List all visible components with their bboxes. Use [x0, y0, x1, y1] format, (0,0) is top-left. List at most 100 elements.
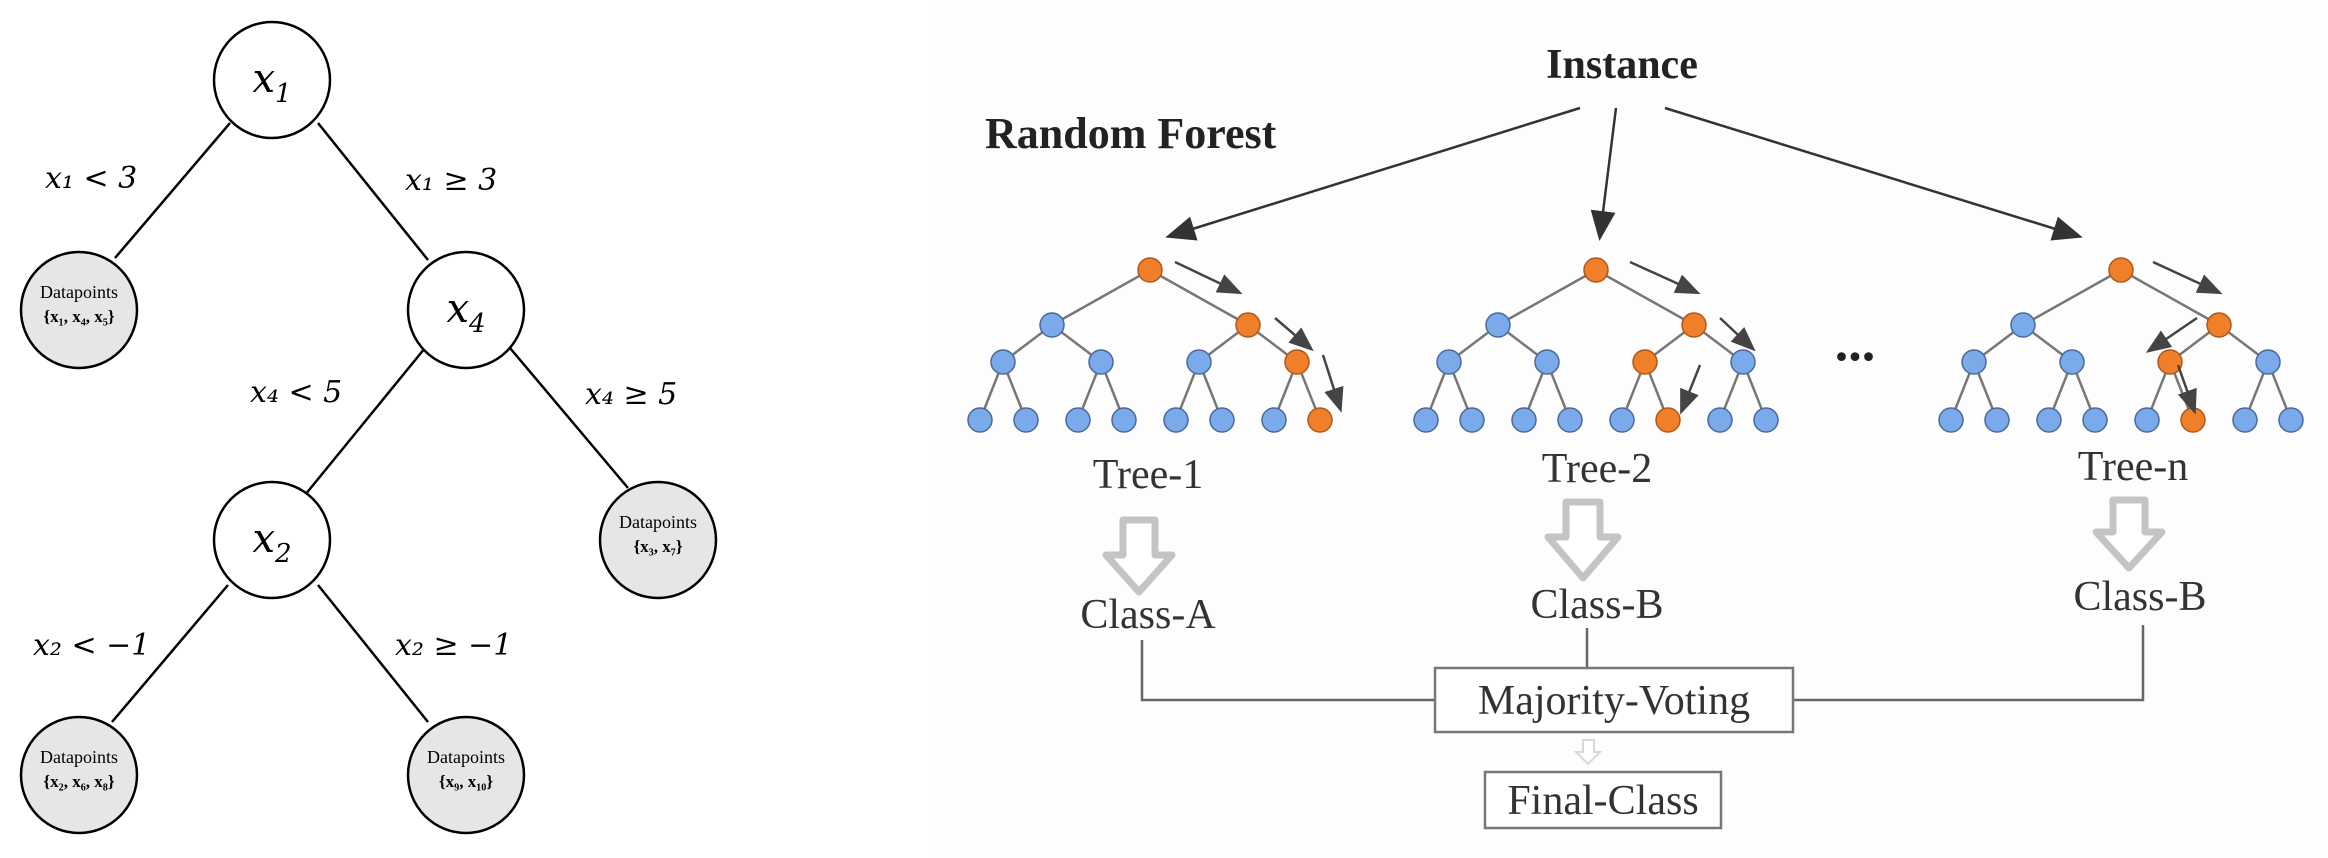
edge-label: x₂ ≥ −1: [395, 628, 512, 663]
tree-node: [2134, 407, 2160, 433]
final-class-label: Final-Class: [1507, 778, 1698, 824]
arrow-to-tree-n: [1664, 106, 2083, 241]
tree-label-1: Tree-1: [1093, 452, 1203, 498]
leaf-node-2: Datapoints {x₃, x₇}: [598, 480, 718, 600]
instance-label: Instance: [1546, 42, 1698, 88]
leaf-label: Datapoints: [619, 512, 697, 532]
decision-tree-2: [1413, 257, 1779, 433]
tree-node: [1938, 407, 1964, 433]
tree-node-selected: [2206, 312, 2232, 338]
tree-node: [2278, 407, 2304, 433]
arrow-to-tree-2: [1590, 107, 1618, 241]
tree-node: [1436, 349, 1462, 375]
tree-node: [1459, 407, 1485, 433]
random-forest-title: Random Forest: [985, 109, 1277, 158]
edge-label: x₁ ≥ 3: [405, 163, 497, 198]
leaf-node-3: Datapoints {x₂, x₆, x₈}: [19, 715, 139, 835]
tree-node: [2232, 407, 2258, 433]
trees: [967, 257, 2304, 433]
tree-node: [1209, 407, 1235, 433]
edge-x2-right: [317, 584, 429, 723]
tree-node: [1534, 349, 1560, 375]
tree-node: [1261, 407, 1287, 433]
tree-edge: [2022, 268, 2122, 327]
majority-voting-box: [1433, 666, 1795, 734]
hollow-arrow-down-icon: [1102, 516, 1176, 596]
voting-connectors: [1140, 625, 2145, 702]
leaf-label: Datapoints: [40, 747, 118, 767]
tree-node: [1730, 349, 1756, 375]
tree-node: [1413, 407, 1439, 433]
edge-label: x₁ < 3: [45, 161, 137, 196]
tree-node: [967, 407, 993, 433]
final-class-box: [1483, 770, 1723, 830]
leaf-set: {x₁, x₄, x₅}: [43, 307, 114, 326]
hollow-arrow-down-icon: [1544, 498, 1622, 582]
traversal-arrow: [2152, 260, 2223, 295]
tree-node: [1163, 407, 1189, 433]
tree-edge: [1149, 268, 1249, 327]
instance-arrows: [1165, 106, 2083, 241]
tree-node-selected: [1632, 349, 1658, 375]
hollow-arrows: [1102, 496, 2166, 596]
tree-node-selected: [2108, 257, 2134, 283]
tree-label-n: Tree-n: [2078, 444, 2188, 490]
leaf-node-4: Datapoints {x₉, x₁₀}: [406, 715, 526, 835]
connector-class-a: [1140, 640, 1435, 702]
traversal-arrow: [2145, 316, 2198, 353]
edge-labels: x₁ < 3 x₁ ≥ 3 x₄ < 5 x₄ ≥ 5 x₂ < −1 x₂ ≥…: [33, 161, 677, 663]
class-label-2: Class-B: [1530, 582, 1663, 628]
ellipsis: ...: [1835, 312, 1876, 372]
tree-node: [990, 349, 1016, 375]
leaf-label: Datapoints: [40, 282, 118, 302]
tree-label-2: Tree-2: [1542, 446, 1652, 492]
decision-tree-1: [967, 257, 1344, 433]
tree-node: [1707, 407, 1733, 433]
tree-node-selected: [1681, 312, 1707, 338]
leaf-set: {x₂, x₆, x₈}: [43, 772, 114, 791]
tree-node: [1485, 312, 1511, 338]
leaf-label: Datapoints: [427, 747, 505, 767]
edge-x2-left: [111, 584, 229, 723]
tree-node: [1088, 349, 1114, 375]
tree-edge: [1497, 268, 1597, 327]
connector-class-n: [1793, 625, 2145, 702]
traversal-arrow: [1719, 317, 1756, 352]
node-x1: x1: [212, 20, 332, 140]
tree-node: [2255, 349, 2281, 375]
tree-node-selected: [1583, 257, 1609, 283]
tree-node-selected: [2180, 407, 2206, 433]
decision-tree: [111, 122, 629, 723]
tree-node: [1984, 407, 2010, 433]
edge-x4-left: [304, 347, 426, 496]
svg-text:x4: x4: [446, 286, 485, 339]
leaf-set: {x₃, x₇}: [633, 537, 682, 556]
svg-text:x2: x2: [252, 516, 291, 569]
node-x2: x2: [212, 480, 332, 600]
tree-node: [2036, 407, 2062, 433]
tree-edge: [2120, 268, 2220, 327]
edge-label: x₄ ≥ 5: [585, 377, 677, 412]
traversal-arrow: [1321, 354, 1344, 413]
tree-node-selected: [1235, 312, 1261, 338]
leaf-node-1: Datapoints {x₁, x₄, x₅}: [19, 250, 139, 370]
traversal-arrow: [2176, 364, 2197, 415]
tree-node: [2010, 312, 2036, 338]
tree-node: [1111, 407, 1137, 433]
tree-node: [1557, 407, 1583, 433]
class-label-n: Class-B: [2073, 574, 2206, 620]
tree-node: [1961, 349, 1987, 375]
tree-node: [2059, 349, 2085, 375]
decision-tree-n: [1938, 257, 2304, 433]
tree-node: [1511, 407, 1537, 433]
arrow-to-tree-1: [1165, 106, 1581, 241]
tree-edge: [1595, 268, 1695, 327]
traversal-arrow: [1274, 317, 1314, 352]
tree-node: [1609, 407, 1635, 433]
tree-edge: [1051, 268, 1151, 327]
tree-node: [1753, 407, 1779, 433]
node-x4: x4: [406, 250, 526, 370]
tree-node-selected: [2157, 349, 2183, 375]
tree-node: [1186, 349, 1212, 375]
